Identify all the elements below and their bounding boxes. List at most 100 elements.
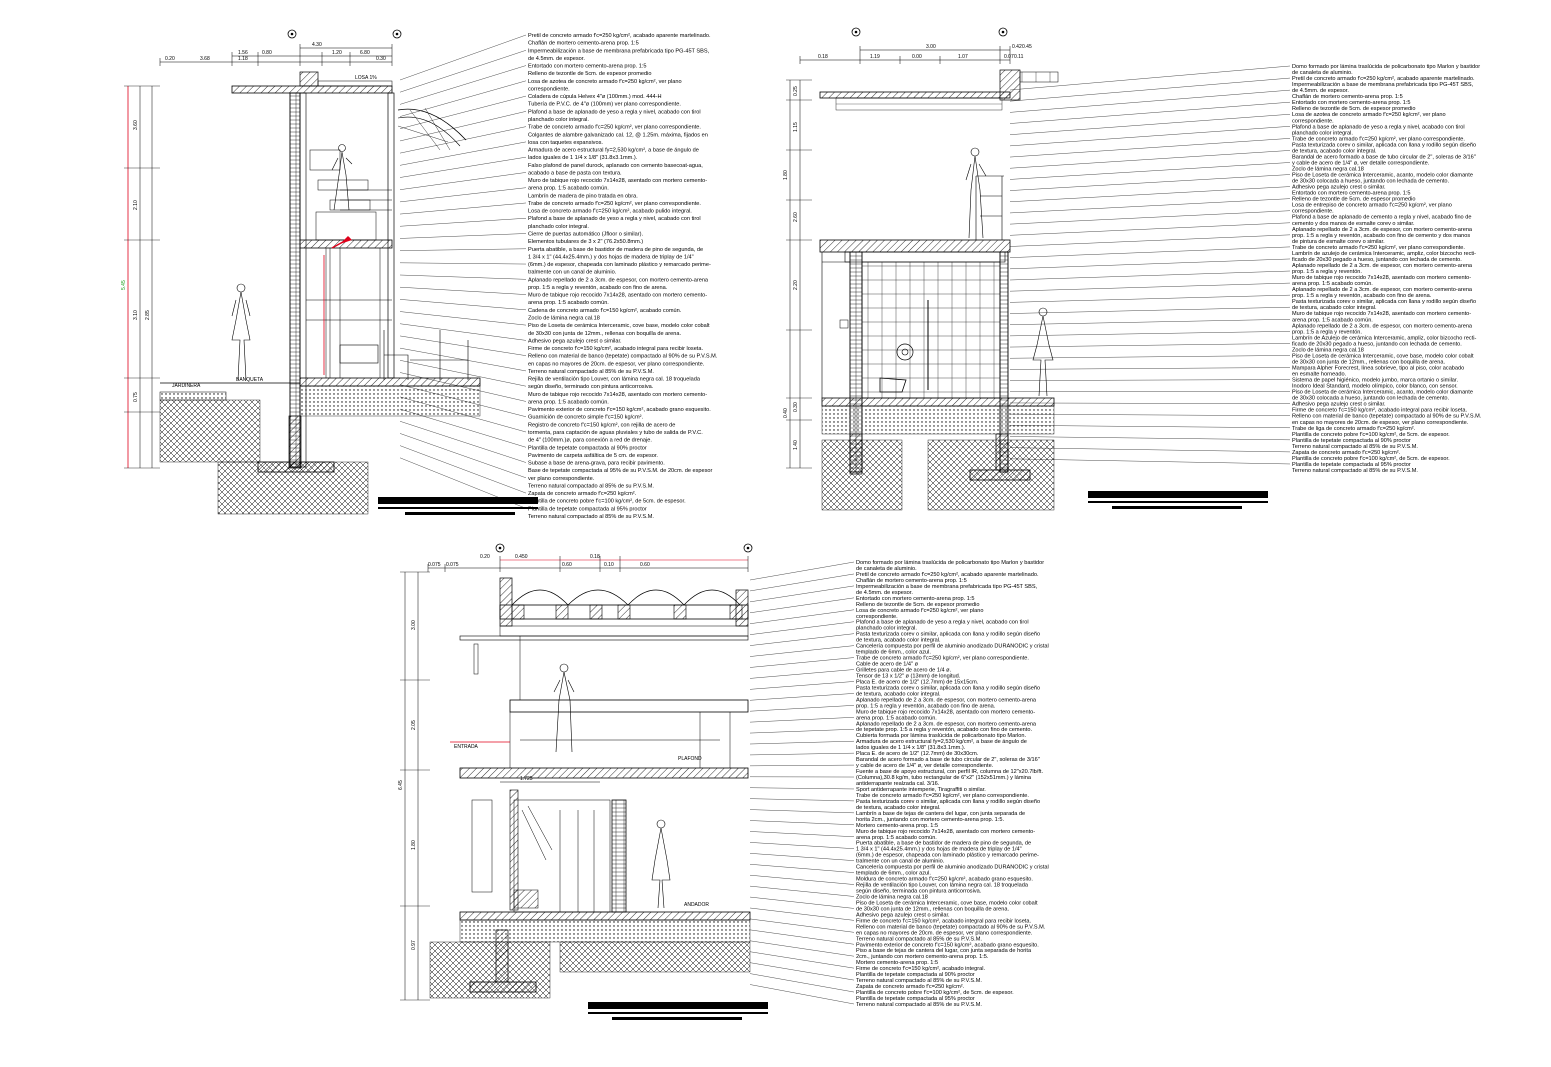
dim-label: 0.10 xyxy=(604,562,614,568)
dim-label: 0.45 xyxy=(1022,44,1032,50)
terrace-slab xyxy=(820,240,1010,252)
leader-line xyxy=(1010,138,1290,157)
dim-label: 0.60 xyxy=(640,562,650,568)
leader-line xyxy=(400,249,526,251)
dim-label: 3.10 xyxy=(133,310,139,320)
dim-label: 6.80 xyxy=(360,50,370,56)
spec-note: prop. 1:5 a regla y reventón, acabado co… xyxy=(528,285,668,291)
louver-vent xyxy=(514,890,538,908)
spec-note: Muro de tabique rojo recocido 7x14x28, a… xyxy=(528,293,707,299)
spec-note: Aplanado repellado de 2 a 3cm. de espeso… xyxy=(528,277,709,283)
leader-line xyxy=(750,717,854,722)
spec-note: Muro de tabique rojo recocido 7x14x28, a… xyxy=(528,392,707,398)
parapet xyxy=(300,72,318,86)
overall-height-label: 5.45 xyxy=(121,280,127,290)
leader-line xyxy=(750,897,854,908)
section-b: 3.00 0.42 0.45 1.19 0.00 1.07 0.18 0.07 … xyxy=(783,28,1482,510)
dim-label: 0.00 xyxy=(912,54,922,60)
glass-curtain-wall xyxy=(472,800,610,912)
dim-label: 3.60 xyxy=(133,120,139,130)
leader-line xyxy=(400,218,526,226)
spec-note: Chaflán de mortero cemento-arena prop. 1… xyxy=(528,41,639,47)
spec-note: Pavimento exterior de concreto f'c=150 k… xyxy=(528,407,711,413)
leader-line xyxy=(1010,343,1290,347)
dim-label: 1.80 xyxy=(783,170,789,180)
leader-line xyxy=(750,562,854,580)
spec-note: Cierre de puertas automático (Jfloor o s… xyxy=(528,232,643,238)
leader-line xyxy=(1010,114,1290,134)
leader-line xyxy=(1010,187,1290,202)
spec-note: de 4" (100mm.)ø, para conexión a red de … xyxy=(528,438,652,444)
leader-line xyxy=(1010,259,1290,269)
leader-line xyxy=(750,622,854,635)
leader-line xyxy=(750,886,854,896)
leader-line xyxy=(400,35,526,80)
spec-note: Pretil de concreto armado f'c=250 kg/cm²… xyxy=(528,33,711,39)
dim-label: 0.30 xyxy=(376,56,386,62)
leader-line xyxy=(400,275,526,279)
spec-note: losa con taquetes expansivos. xyxy=(528,140,603,146)
spec-note: según diseño, terminado con pintura anti… xyxy=(528,384,654,390)
dim-label: 0.25 xyxy=(793,86,799,96)
leader-line xyxy=(750,681,854,689)
dim-label: 2.10 xyxy=(133,200,139,210)
spec-note: arena prop. 1:5 acabado común. xyxy=(528,186,609,192)
human-figure xyxy=(652,820,670,908)
leader-line xyxy=(400,336,526,356)
spec-note: de 4.5mm. de espesor. xyxy=(528,56,585,62)
dim-label: 3.00 xyxy=(411,620,417,630)
roof-slab xyxy=(820,92,1010,98)
spec-note: Rejilla de ventilación tipo Louver, con … xyxy=(528,377,701,383)
leader-line xyxy=(1010,283,1290,291)
spec-note: Lambrín de madera de pino tratada en obr… xyxy=(528,193,638,199)
dim-label: 0.97 xyxy=(411,940,417,950)
leader-line xyxy=(400,421,526,462)
dim-label: 2.05 xyxy=(411,720,417,730)
dim-label: 1.15 xyxy=(793,122,799,132)
spec-note: Tubería de P.V.C. de 4"ø (100mm) ver pla… xyxy=(528,102,681,108)
dim-label: 0.075 xyxy=(428,562,441,568)
leader-line xyxy=(400,287,526,294)
section-a: 4.30 1.56 0.80 1.20 6.80 1.18 0.20 3.68 … xyxy=(121,30,718,520)
spec-note: Terreno natural compactado al 85% de su … xyxy=(528,369,654,375)
leader-line xyxy=(750,974,854,992)
leader-line xyxy=(750,765,854,766)
leader-line xyxy=(750,788,854,789)
dim-label: 0.07 xyxy=(1004,54,1014,60)
dim-label: 3.68 xyxy=(200,56,210,62)
leader-line xyxy=(1010,150,1290,168)
leader-line xyxy=(400,446,526,493)
dim-label: 1.725 xyxy=(520,776,533,782)
spec-note: Impermeabilización a base de membrana pr… xyxy=(528,48,710,54)
spec-note: Relleno con material de banco (tepetate)… xyxy=(528,354,718,360)
leader-line xyxy=(1010,90,1290,112)
leader-line xyxy=(1010,247,1290,258)
dim-label: 0.18 xyxy=(590,554,600,560)
leader-line xyxy=(750,919,854,932)
spec-note: Cadena de concreto armado f'c=150 kg/cm²… xyxy=(528,308,682,314)
leader-line xyxy=(1010,126,1290,146)
leader-line xyxy=(750,952,854,968)
spec-note: Coladera de cúpula Helvex 4"ø (100mm.) m… xyxy=(528,94,662,100)
leader-line xyxy=(400,263,526,264)
spec-note: Plafond a base de aplanado de yeso a reg… xyxy=(528,216,701,222)
leader-line xyxy=(750,821,854,825)
leader-line xyxy=(750,799,854,801)
footing xyxy=(970,470,1030,480)
spec-note: Losa de azotea de concreto armado f'c=25… xyxy=(528,79,682,85)
leader-line xyxy=(400,157,526,177)
entrada-label: ENTRADA xyxy=(454,744,479,750)
leader-line xyxy=(400,203,526,214)
spec-note: en capas no mayores de 20cm. de espesor,… xyxy=(528,361,705,367)
dim-label: 1.20 xyxy=(332,50,342,56)
dim-label: 1.19 xyxy=(870,54,880,60)
leader-line xyxy=(400,234,526,239)
leader-line xyxy=(400,172,526,189)
spec-note: Losa de concreto armado f'c=250 kg/cm², … xyxy=(528,209,692,215)
spec-note: Zapata de concreto armado f'c=250 kg/cm²… xyxy=(528,491,637,497)
dim-label: 0.40 xyxy=(783,408,789,418)
leader-line xyxy=(750,810,854,813)
parapet xyxy=(1000,70,1020,100)
ceramic-wall-tile xyxy=(862,262,1000,398)
